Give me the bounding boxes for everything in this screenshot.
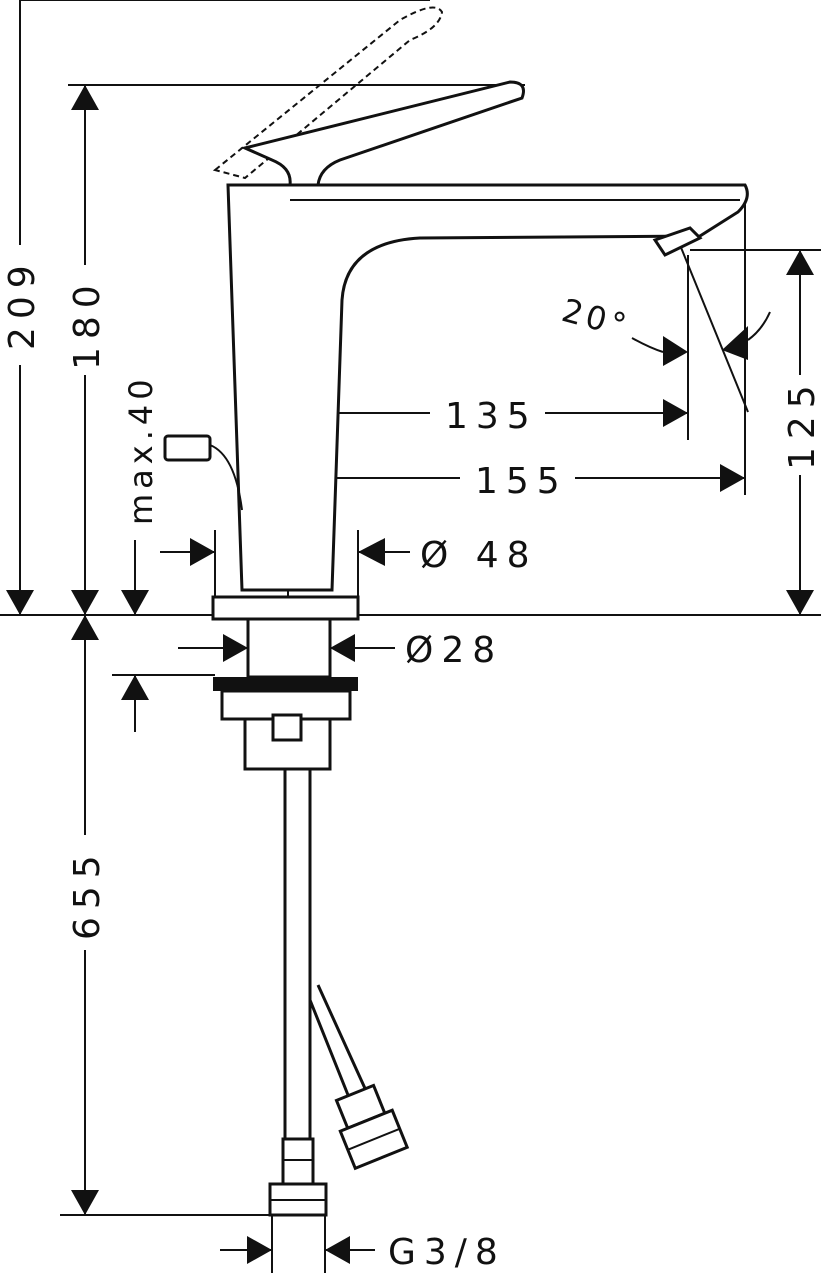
fixing-screw <box>271 713 303 742</box>
lever-open-dashed <box>212 6 444 180</box>
faucet-body <box>226 183 749 592</box>
dim-base-diameter: Ø 48 <box>160 530 538 597</box>
aerator <box>652 226 703 257</box>
label-180: 180 <box>67 277 108 370</box>
popup-knob <box>163 434 212 462</box>
dim-shank-diameter: Ø28 <box>178 630 503 671</box>
shank <box>246 617 332 679</box>
dim-max-deck: max.40 <box>112 374 215 732</box>
label-20deg: 20° <box>558 291 634 345</box>
dim-thread: G3/8 <box>220 1215 506 1273</box>
dim-spout-top: 180 <box>67 84 525 615</box>
fixing-nut <box>213 677 358 691</box>
flex-hose <box>308 984 370 1101</box>
label-125: 125 <box>782 377 821 470</box>
label-655: 655 <box>67 847 108 940</box>
label-max40: max.40 <box>122 374 160 525</box>
supply-pipe <box>283 767 312 1141</box>
popup-rod <box>209 444 243 511</box>
hose-fitting-bottom <box>268 1137 328 1217</box>
label-155: 155 <box>475 461 568 502</box>
label-135: 135 <box>445 396 538 437</box>
dim-spout-angle: 20° <box>558 244 771 413</box>
hose-fitting-right <box>334 1083 410 1171</box>
label-d28: Ø28 <box>405 630 503 671</box>
dim-total-height: 209 <box>2 0 430 615</box>
label-d48: Ø 48 <box>420 535 538 576</box>
base-plate <box>211 595 360 621</box>
label-g38: G3/8 <box>388 1232 506 1273</box>
dim-hose-length: 655 <box>60 615 272 1216</box>
lever <box>240 80 525 187</box>
label-209: 209 <box>2 257 43 350</box>
dim-outlet-height: 125 <box>690 249 821 615</box>
